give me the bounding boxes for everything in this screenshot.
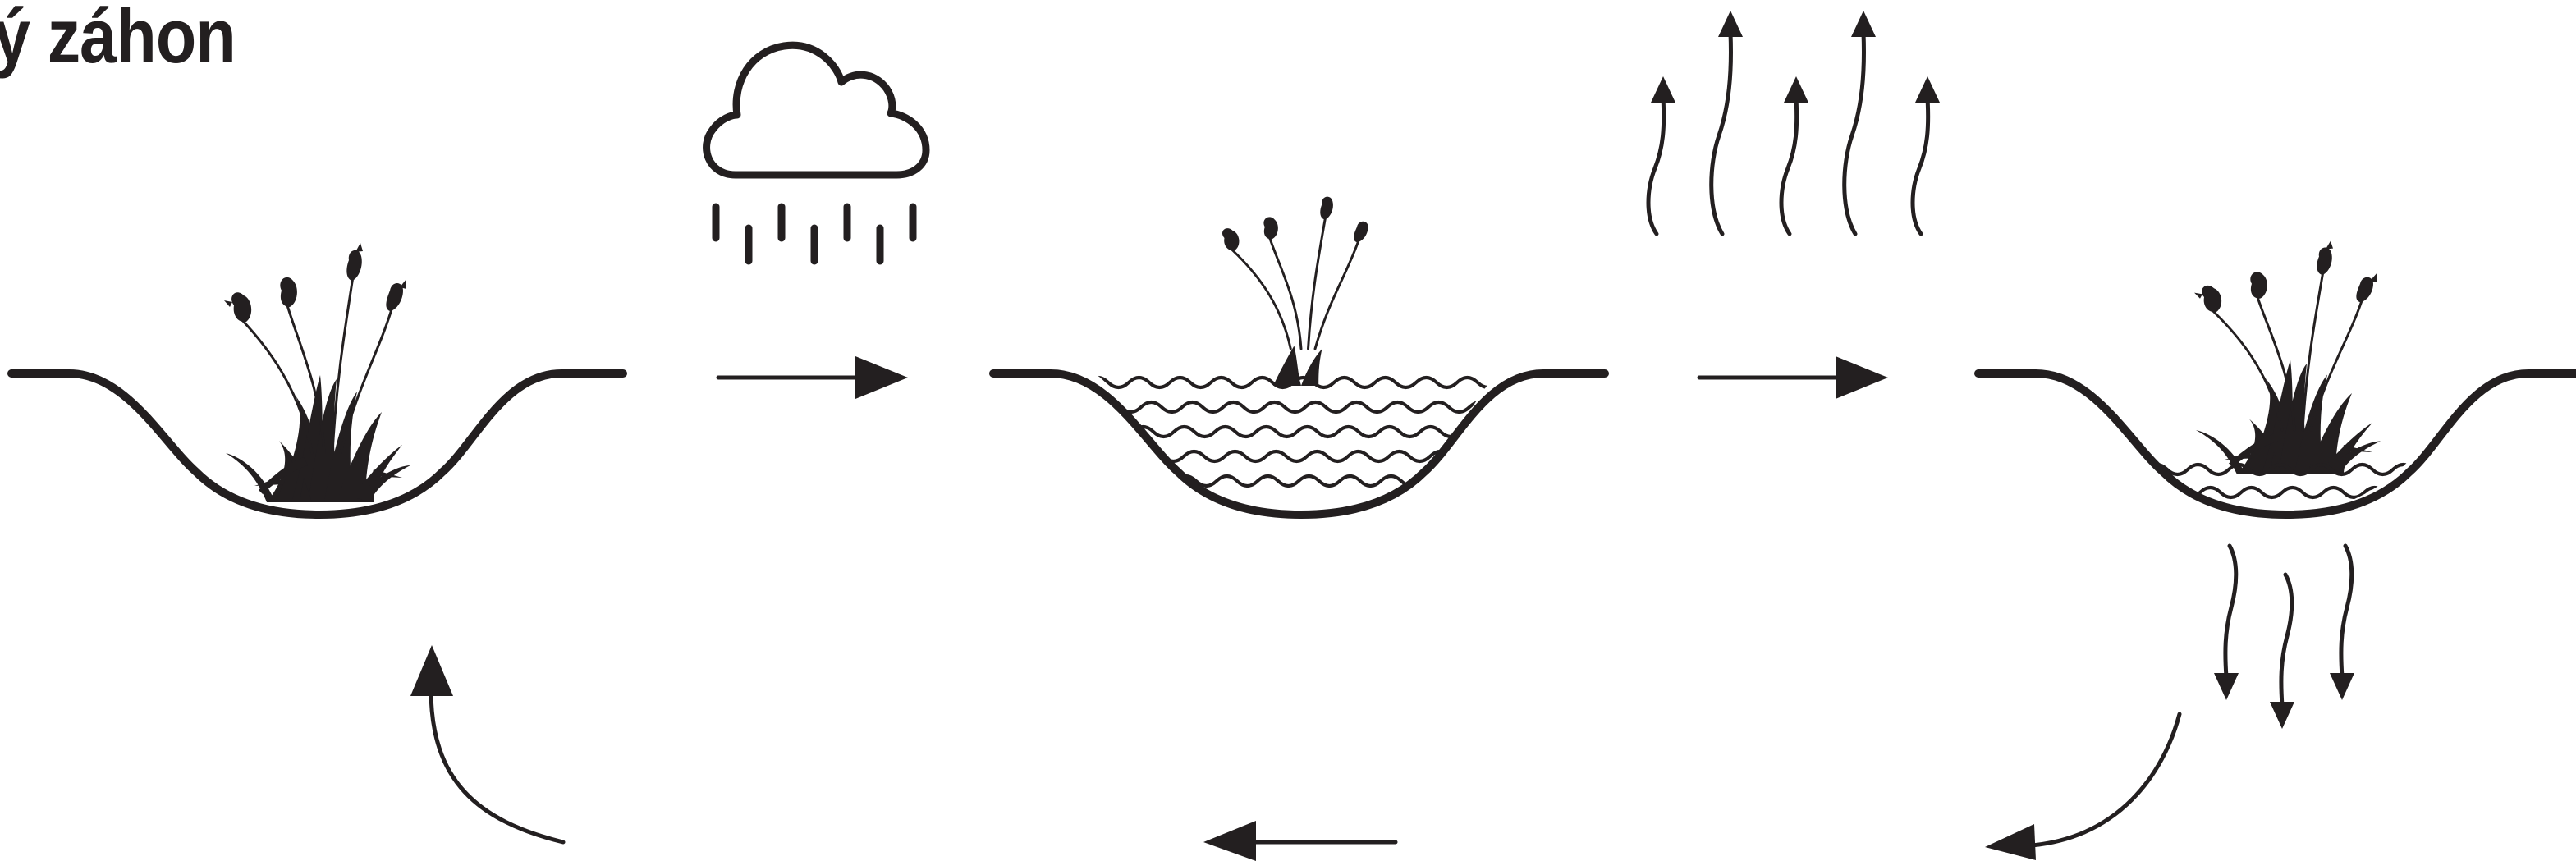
return-arrow-curve-right <box>1985 714 2180 860</box>
infiltration-arrows-icon <box>2214 546 2354 729</box>
stage-2-flooded-bed <box>993 373 1605 515</box>
return-arrow-curve-up <box>410 645 563 842</box>
arrow-right-2 <box>1699 356 1888 399</box>
return-arrow-left <box>1203 821 1396 861</box>
rain-cloud-icon <box>707 45 926 261</box>
arrow-right-1 <box>718 356 908 399</box>
grass-plant-icon <box>224 243 410 502</box>
grass-plant-icon <box>1222 197 1368 386</box>
evaporation-arrows-icon <box>1648 11 1940 234</box>
grass-plant-icon <box>2194 241 2381 474</box>
water-waves-icon <box>2147 465 2576 497</box>
